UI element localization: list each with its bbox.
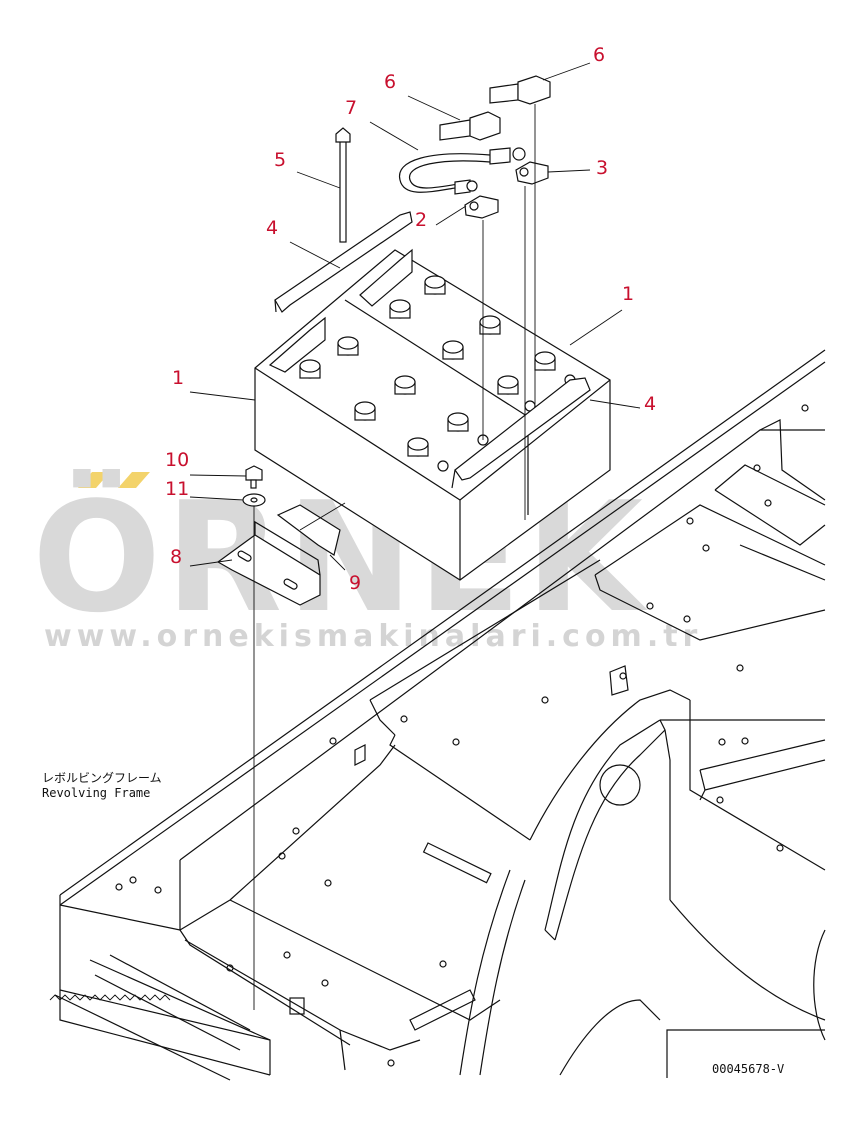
callout-1-left: 1 [172,367,184,389]
terminal-cover-6-right [489,75,551,105]
watermark-umlaut-right [118,472,150,488]
callout-7: 7 [345,97,357,119]
bracket-8 [216,520,321,606]
frame-note-japanese: レボルビングフレーム [42,771,162,785]
part-number-box: 00045678-V [666,1029,825,1078]
terminal-cover-6-left [439,111,501,141]
callout-6-left: 6 [384,71,396,93]
bolt-10 [245,465,263,489]
callout-5: 5 [274,149,286,171]
cable-7 [399,147,526,195]
frame-note-english: Revolving Frame [42,786,150,800]
callouts: 1 1 2 3 4 4 5 6 6 7 8 9 10 11 [165,44,656,594]
watermark-url: www.ornekismakinalari.com.tr [44,619,702,654]
leader-lines [189,62,641,571]
terminal-clamp-3 [515,161,549,185]
battery-assembly [254,211,611,581]
callout-4-right: 4 [644,393,656,415]
callout-4-left: 4 [266,217,278,239]
hold-down-bar-upper [274,211,413,313]
callout-9: 9 [349,572,361,594]
callout-1-right: 1 [622,283,634,305]
callout-6-right: 6 [593,44,605,66]
hold-down-bar-lower [454,377,591,481]
callout-2: 2 [415,209,427,231]
watermark-umlaut-left [78,472,110,488]
washer-11 [242,493,266,507]
callout-10: 10 [165,449,189,471]
callout-3: 3 [596,157,608,179]
plate-9 [276,504,341,556]
part-number: 00045678-V [712,1062,784,1076]
callout-11: 11 [165,478,189,500]
callout-8: 8 [170,546,182,568]
revolving-frame [49,349,826,1081]
terminal-clamp-2 [464,195,499,219]
bolt-5 [335,127,351,243]
